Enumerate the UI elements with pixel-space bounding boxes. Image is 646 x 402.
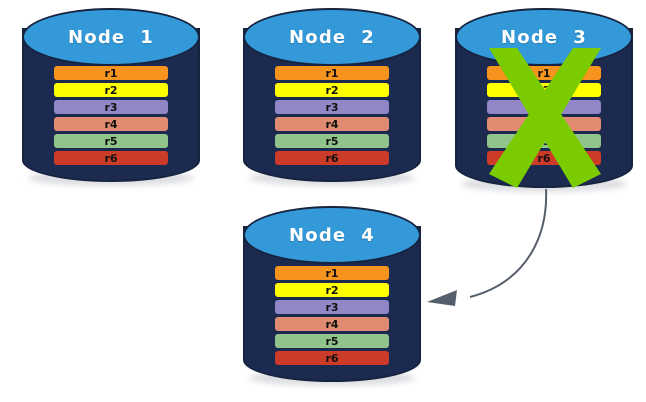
row-label: r2: [325, 283, 339, 297]
row-r5[interactable]: r5: [275, 334, 389, 348]
row-label: r1: [537, 66, 551, 80]
row-label: r1: [325, 266, 339, 280]
row-r5[interactable]: r5: [487, 134, 601, 148]
row-r1[interactable]: r1: [54, 66, 168, 80]
node-2[interactable]: Node 2 r1 r2 r3 r4 r5 r6: [243, 8, 421, 186]
row-r4[interactable]: r4: [54, 117, 168, 131]
node-label: Node 2: [289, 26, 375, 48]
row-label: r6: [325, 351, 339, 365]
cylinder-top: Node 2: [243, 8, 421, 66]
row-list: r1 r2 r3 r4 r5 r6: [243, 66, 421, 165]
row-label: r1: [104, 66, 118, 80]
node-label: Node 1: [68, 26, 154, 48]
row-label: r1: [325, 66, 339, 80]
node-4[interactable]: Node 4 r1 r2 r3 r4 r5 r6: [243, 206, 421, 386]
row-label: r5: [104, 134, 118, 148]
row-r6[interactable]: r6: [275, 151, 389, 165]
row-label: r2: [104, 83, 118, 97]
row-label: r3: [537, 100, 551, 114]
row-r4[interactable]: r4: [275, 317, 389, 331]
node-label: Node 3: [501, 26, 587, 48]
row-label: r5: [325, 334, 339, 348]
cylinder-top: Node 4: [243, 206, 421, 264]
row-label: r6: [104, 151, 118, 165]
node-1[interactable]: Node 1 r1 r2 r3 r4 r5 r6: [22, 8, 200, 186]
row-r5[interactable]: r5: [54, 134, 168, 148]
node-3[interactable]: Node 3 r1 r2 r3 r4 r5 r6: [455, 8, 633, 192]
row-r3[interactable]: r3: [275, 100, 389, 114]
row-r2[interactable]: r2: [275, 283, 389, 297]
row-r3[interactable]: r3: [54, 100, 168, 114]
row-r4[interactable]: r4: [487, 117, 601, 131]
row-r5[interactable]: r5: [275, 134, 389, 148]
row-label: r3: [104, 100, 118, 114]
row-label: r6: [537, 151, 551, 165]
row-label: r2: [537, 83, 551, 97]
row-label: r5: [537, 134, 551, 148]
row-list: r1 r2 r3 r4 r5 r6: [243, 266, 421, 365]
row-r1[interactable]: r1: [275, 266, 389, 280]
row-list: r1 r2 r3 r4 r5 r6: [22, 66, 200, 165]
row-r6[interactable]: r6: [275, 351, 389, 365]
row-label: r3: [325, 300, 339, 314]
cylinder-top: Node 1: [22, 8, 200, 66]
row-r6[interactable]: r6: [54, 151, 168, 165]
row-r3[interactable]: r3: [487, 100, 601, 114]
row-label: r3: [325, 100, 339, 114]
row-label: r2: [325, 83, 339, 97]
row-r2[interactable]: r2: [487, 83, 601, 97]
row-label: r6: [325, 151, 339, 165]
row-r6[interactable]: r6: [487, 151, 601, 165]
cylinder-top: Node 3: [455, 8, 633, 66]
arrowhead-icon: [427, 290, 457, 306]
row-label: r4: [537, 117, 551, 131]
row-label: r4: [104, 117, 118, 131]
row-r4[interactable]: r4: [275, 117, 389, 131]
row-list: r1 r2 r3 r4 r5 r6: [455, 66, 633, 165]
row-r2[interactable]: r2: [54, 83, 168, 97]
row-label: r5: [325, 134, 339, 148]
row-r1[interactable]: r1: [275, 66, 389, 80]
row-r1[interactable]: r1: [487, 66, 601, 80]
row-label: r4: [325, 317, 339, 331]
node-label: Node 4: [289, 224, 375, 246]
row-r3[interactable]: r3: [275, 300, 389, 314]
row-r2[interactable]: r2: [275, 83, 389, 97]
row-label: r4: [325, 117, 339, 131]
